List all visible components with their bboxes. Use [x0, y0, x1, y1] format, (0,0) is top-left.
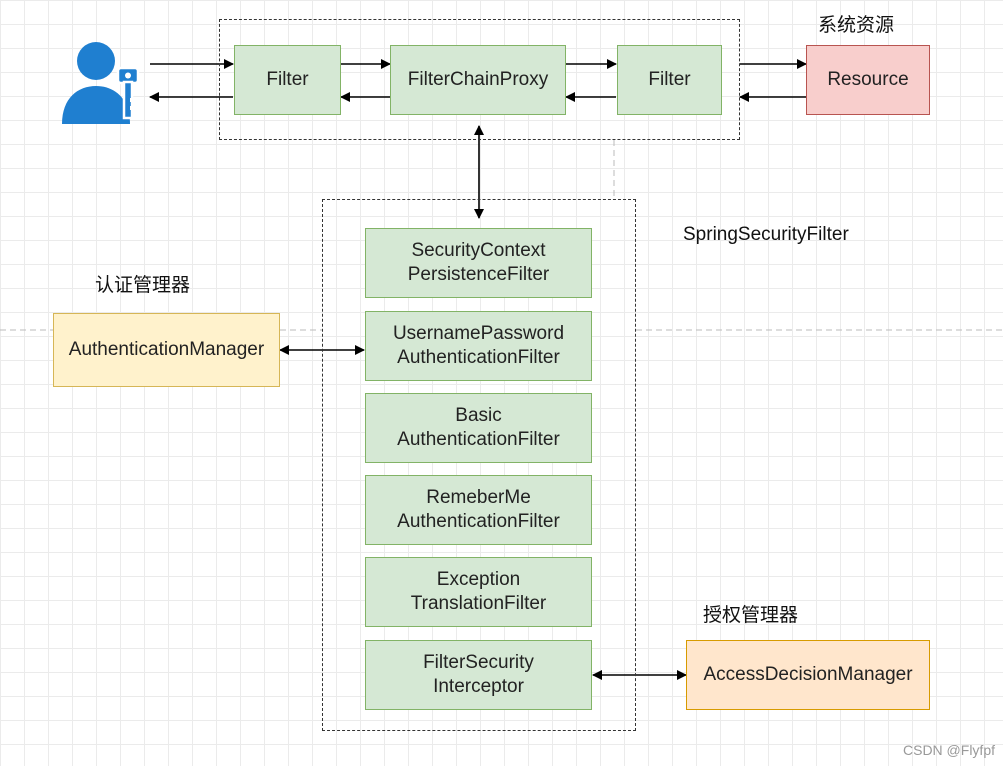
watermark: CSDN @Flyfpf: [903, 742, 995, 758]
authorization-manager-cn-label: 授权管理器: [703, 604, 799, 626]
filter-security-interceptor-node: FilterSecurity Interceptor: [365, 640, 592, 710]
access-decision-manager-node: AccessDecisionManager: [686, 640, 930, 710]
filter-chain-proxy-node: FilterChainProxy: [390, 45, 566, 115]
user-key-icon: [62, 42, 140, 124]
filter-right-node: Filter: [617, 45, 722, 115]
remember-me-authentication-filter-node: RemeberMe AuthenticationFilter: [365, 475, 592, 545]
spring-security-filter-label: SpringSecurityFilter: [683, 224, 849, 245]
security-context-persistence-filter-node: SecurityContext PersistenceFilter: [365, 228, 592, 298]
username-password-authentication-filter-node: UsernamePassword AuthenticationFilter: [365, 311, 592, 381]
authentication-manager-node: AuthenticationManager: [53, 313, 280, 387]
authentication-manager-cn-label: 认证管理器: [95, 274, 191, 296]
resource-node: Resource: [806, 45, 930, 115]
filter-chain-group: [219, 19, 740, 140]
filter-left-node: Filter: [234, 45, 341, 115]
system-resources-label: 系统资源: [818, 14, 895, 36]
spring-security-filter-group: [322, 199, 636, 731]
exception-translation-filter-node: Exception TranslationFilter: [365, 557, 592, 627]
basic-authentication-filter-node: Basic AuthenticationFilter: [365, 393, 592, 463]
